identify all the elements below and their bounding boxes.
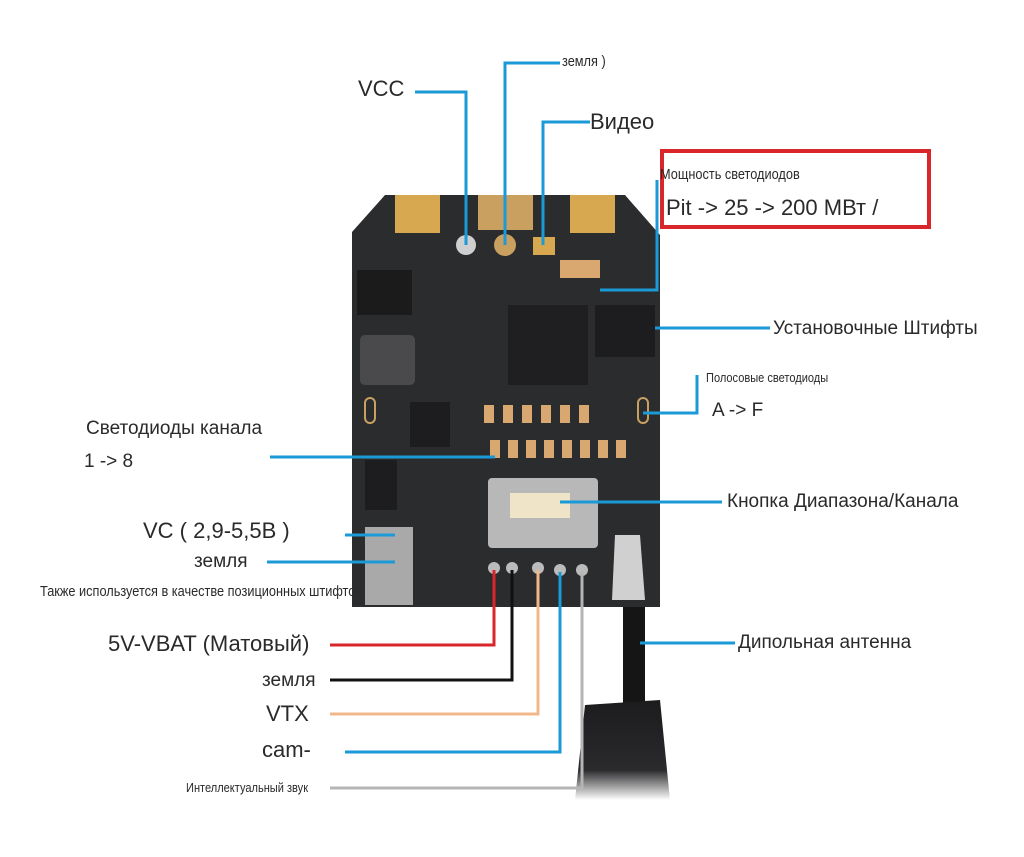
leader-vbat (330, 570, 496, 647)
label-cam: cam- (262, 737, 311, 762)
label-video: Видео (590, 109, 655, 134)
leader-ground-bottom (330, 570, 514, 682)
label-ground-bottom: земля (262, 670, 316, 691)
label-channel-leds-title: Светодиоды канала (86, 418, 263, 439)
label-channel-leds-range: 1 -> 8 (84, 451, 134, 472)
label-band-leds-title: Полосовые светодиоды (706, 370, 829, 385)
label-band-channel-button: Кнопка Диапазона/Канала (727, 491, 959, 512)
leader-ground-top (503, 61, 560, 245)
mounting-pin-chip (595, 305, 655, 357)
leader-cam (345, 572, 562, 754)
corner-pad-right (570, 195, 615, 233)
leader-vcc (415, 90, 468, 245)
pcb-board (352, 195, 660, 607)
mounting-pin-shield (365, 527, 413, 605)
channel-leds (490, 440, 626, 458)
label-vc-range: VC ( 2,9-5,5В ) (143, 518, 290, 543)
leader-smart-audio (330, 572, 584, 790)
leader-band-leds (643, 375, 699, 415)
label-ground-top: земля ) (562, 53, 606, 70)
label-vtx: VTX (266, 701, 309, 726)
label-dipole-antenna: Дипольная антенна (738, 632, 912, 653)
label-ground-side: земля (194, 551, 248, 572)
main-ic (508, 305, 588, 385)
leader-led-power (600, 180, 659, 292)
leader-video (541, 120, 590, 245)
label-smart-audio: Интеллектуальный звук (186, 780, 309, 795)
label-vbat: 5V-VBAT (Матовый) (108, 631, 310, 656)
label-mounting-pins: Установочные Штифты (773, 318, 978, 339)
label-band-leds-range: A -> F (712, 400, 764, 421)
label-vcc: VCC (358, 76, 405, 101)
dipole-antenna (575, 590, 670, 800)
label-positional-pins-note: Также используется в качестве позиционны… (40, 583, 363, 600)
corner-pad-left (395, 195, 440, 233)
bottom-pads (488, 562, 588, 576)
band-leds (484, 405, 589, 423)
leader-vtx (330, 570, 540, 716)
led-power-highlight-box (660, 149, 931, 229)
label-led-power-values: Pit -> 25 -> 200 МВт / (666, 195, 879, 220)
label-led-power-title: Мощность светодиодов (660, 166, 800, 183)
